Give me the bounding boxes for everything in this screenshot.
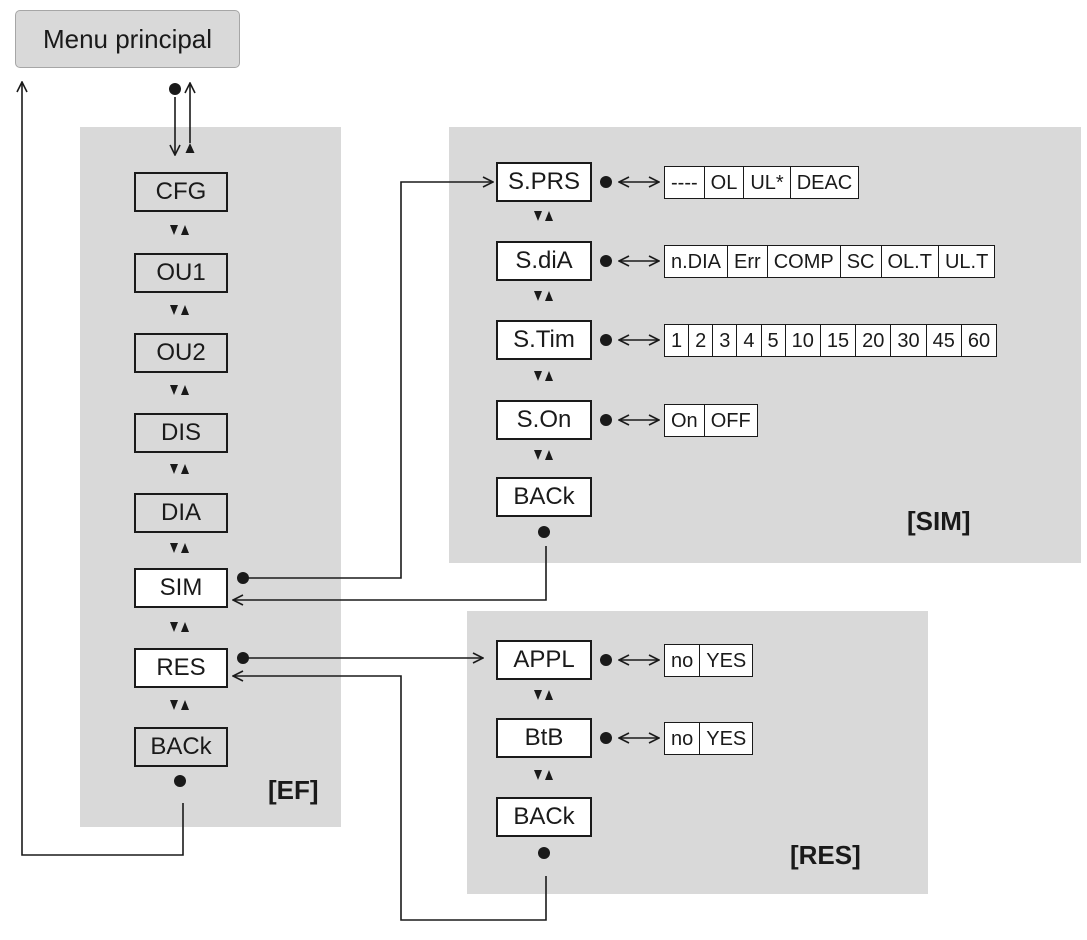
ef-item-sim: SIM	[134, 568, 228, 608]
menu-principal-box: Menu principal	[15, 10, 240, 68]
option-value: 4	[736, 325, 760, 356]
sim-item-son: S.On	[496, 400, 592, 440]
ef-panel	[80, 127, 341, 827]
option-value: YES	[699, 723, 752, 754]
ef-item-ou1: OU1	[134, 253, 228, 293]
ef-item-res: RES	[134, 648, 228, 688]
option-value: YES	[699, 645, 752, 676]
sim-item-sdia: S.diA	[496, 241, 592, 281]
sim-item-back: BACk	[496, 477, 592, 517]
option-value: UL*	[743, 167, 789, 198]
ef-item-ou2: OU2	[134, 333, 228, 373]
btb-options: no YES	[664, 722, 754, 755]
appl-options: no YES	[664, 644, 754, 677]
option-value: Err	[727, 246, 767, 277]
option-value: 30	[890, 325, 925, 356]
option-value: 5	[760, 325, 785, 356]
sdia-options: n.DIA Err COMP SC OL.T UL.T	[664, 245, 996, 278]
option-value: 45	[925, 325, 961, 356]
option-value: no	[671, 649, 694, 672]
option-value: ----	[671, 171, 698, 194]
ef-item-dis: DIS	[134, 413, 228, 453]
spres-options: ---- OL UL* DEAC	[664, 166, 860, 199]
option-value: OL	[703, 167, 744, 198]
ef-item-back: BACk	[134, 727, 228, 767]
option-value: DEAC	[789, 167, 859, 198]
option-value: 10	[784, 325, 820, 356]
res-panel-label: [RES]	[790, 840, 861, 870]
ef-item-cfg: CFG	[134, 172, 228, 212]
ef-panel-label: [EF]	[268, 775, 319, 805]
option-value: no	[671, 727, 694, 750]
option-value: 3	[712, 325, 736, 356]
option-value: OFF	[703, 405, 757, 436]
stim-options: 1 2 3 4 5 10 15 20 30 45 60	[664, 324, 998, 357]
res-item-btb: BtB	[496, 718, 592, 758]
sim-item-spres: S.PRS	[496, 162, 592, 202]
option-value: On	[671, 409, 698, 432]
son-options: On OFF	[664, 404, 758, 437]
option-value: 1	[671, 329, 683, 352]
ef-item-dia: DIA	[134, 493, 228, 533]
option-value: 15	[819, 325, 855, 356]
option-value: 20	[855, 325, 890, 356]
option-value: n.DIA	[671, 250, 722, 273]
bullet-icon	[169, 83, 181, 95]
option-value: 60	[960, 325, 996, 356]
option-value: SC	[839, 246, 881, 277]
res-item-back: BACk	[496, 797, 592, 837]
option-value: 2	[688, 325, 712, 356]
res-item-appl: APPL	[496, 640, 592, 680]
sim-panel-label: [SIM]	[907, 506, 971, 536]
option-value: UL.T	[937, 246, 994, 277]
sim-item-stim: S.Tim	[496, 320, 592, 360]
option-value: COMP	[766, 246, 840, 277]
option-value: OL.T	[880, 246, 938, 277]
